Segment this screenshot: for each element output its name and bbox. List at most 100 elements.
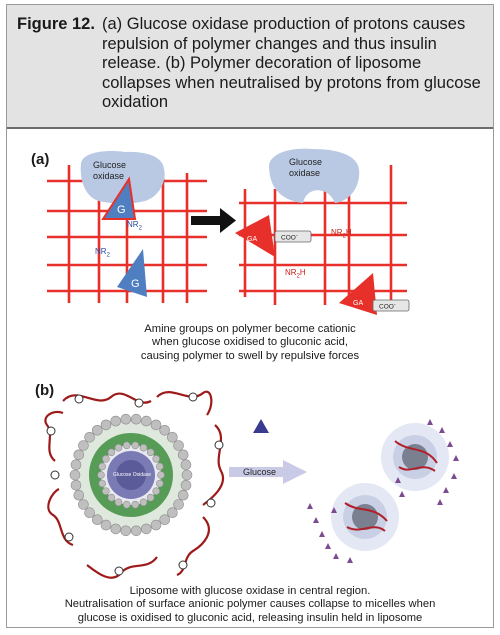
lipid-head (152, 454, 160, 463)
glucose-triangle-b (253, 419, 269, 433)
protonated-amine-label-1: NR2H (331, 228, 352, 240)
figure-frame: Figure 12. (a) Glucose oxidase productio… (6, 4, 494, 628)
lipid-head (146, 448, 155, 457)
lipid-head (130, 413, 142, 425)
lipid-head (84, 507, 95, 519)
lipid-head (139, 443, 148, 452)
insulin-marker (395, 477, 401, 483)
figure-diagram: Glucose oxidase G G NR2 NR2 Gluc (44, 148, 459, 579)
lipid-head (102, 454, 110, 463)
lipid-head (150, 519, 162, 531)
insulin-marker (427, 419, 433, 425)
panel-a-caption-line: when glucose oxidised to gluconic acid, (152, 336, 348, 349)
lipid-head (150, 419, 162, 431)
insulin-marker (325, 543, 331, 549)
lipid-head (102, 487, 110, 496)
gluconic-acid-symbol: GA (247, 236, 257, 243)
panel-b-caption-line: glucose is oxidised to gluconic acid, re… (77, 611, 423, 624)
lipid-head (167, 431, 178, 443)
enzyme-label-r-line2: oxidase (289, 168, 320, 178)
negative-charge-markers (46, 392, 224, 576)
figure-label: Figure 12. (17, 15, 95, 33)
glucose-symbol-2: G (131, 278, 140, 290)
lipid-head (73, 489, 85, 501)
lipid-head (122, 441, 131, 450)
lipid-head-groups (69, 413, 193, 537)
glucose-oxidase-enzyme (80, 151, 165, 204)
micelle-1 (381, 423, 449, 491)
lipid-head (157, 471, 165, 479)
insulin-marker (313, 517, 319, 523)
insulin-marker (439, 427, 445, 433)
panel-a-caption-line: causing polymer to swell by repulsive fo… (140, 349, 360, 362)
glucose-triangle (101, 176, 137, 220)
lipid-head (177, 489, 189, 501)
released-insulin-markers (307, 419, 459, 563)
gluconic-acid-triangle-2 (339, 273, 377, 315)
lipid-head (114, 443, 123, 452)
lipid-head (97, 471, 105, 479)
panel-a-caption: Amine groups on polymer become cationic … (115, 323, 385, 363)
lipid-head (78, 499, 89, 510)
lipid-head (69, 469, 81, 481)
glucose-arrow-label: Glucose (243, 467, 276, 477)
enzyme-label-r-line1: Glucose (289, 157, 322, 167)
lipid-head (110, 523, 121, 535)
insulin-marker (333, 553, 339, 559)
gluconic-acid-triangle (235, 215, 275, 257)
gluconic-acid-symbol-2: GA (353, 300, 363, 307)
lipid-head (84, 431, 95, 443)
glucose-triangle-free (117, 249, 147, 297)
lipid-head (120, 413, 132, 425)
insulin-marker (307, 503, 313, 509)
lipid-head (141, 523, 152, 535)
lipid-head (122, 500, 131, 509)
lipid-head (173, 440, 184, 451)
insulin-marker (331, 507, 337, 513)
lipid-head (107, 493, 116, 502)
carboxylate-label-2: COO- (379, 302, 396, 311)
lipid-head (70, 459, 82, 471)
lipid-head (98, 479, 106, 488)
lipid-head (130, 525, 142, 537)
lipid-head (180, 459, 192, 471)
panel-a-caption-line: Amine groups on polymer become cationic (144, 323, 356, 335)
lipid-head (70, 479, 82, 491)
lipid-head (146, 493, 155, 502)
carboxylate-box (274, 230, 312, 243)
lipid-head (181, 469, 193, 481)
insulin-marker (447, 441, 453, 447)
lipid-head (98, 462, 106, 471)
insulin-marker (451, 473, 457, 479)
lipid-head (110, 415, 121, 427)
insulin-marker (399, 491, 405, 497)
insulin-marker (443, 487, 449, 493)
lipid-head (173, 499, 184, 510)
protonated-amine-label-2: NR2H (285, 268, 306, 280)
lipid-head (139, 498, 148, 507)
glucose-oxidase-enzyme-active (269, 148, 360, 203)
lipid-head (120, 525, 132, 537)
panel-b-caption-line: Neutralisation of surface anionic polyme… (64, 598, 436, 611)
insulin-marker (437, 499, 443, 505)
core-label: Glucose Oxidase (113, 472, 151, 478)
lipid-head (92, 424, 103, 436)
lipid-head (107, 448, 116, 457)
insulin-marker (347, 557, 353, 563)
panel-a-label: (a) (31, 151, 50, 168)
glucose-arrow (229, 460, 307, 484)
lipid-head (100, 419, 112, 431)
lipid-head (100, 519, 112, 531)
carboxylate-box-2 (372, 299, 410, 312)
lipid-head (177, 449, 189, 461)
lipid-head (152, 487, 160, 496)
lipid-head (114, 498, 123, 507)
micelle-2 (331, 483, 399, 551)
enzyme-label-line1: Glucose (93, 160, 126, 170)
figure-caption-text: (a) Glucose oxidase production of proton… (102, 15, 481, 112)
carboxylate-label: COO- (281, 233, 298, 242)
panel-b-caption-line: Liposome with glucose oxidase in central… (129, 585, 371, 597)
lipid-head (156, 462, 164, 471)
lipid-head (78, 440, 89, 451)
enzyme-label-line2: oxidase (93, 171, 124, 181)
